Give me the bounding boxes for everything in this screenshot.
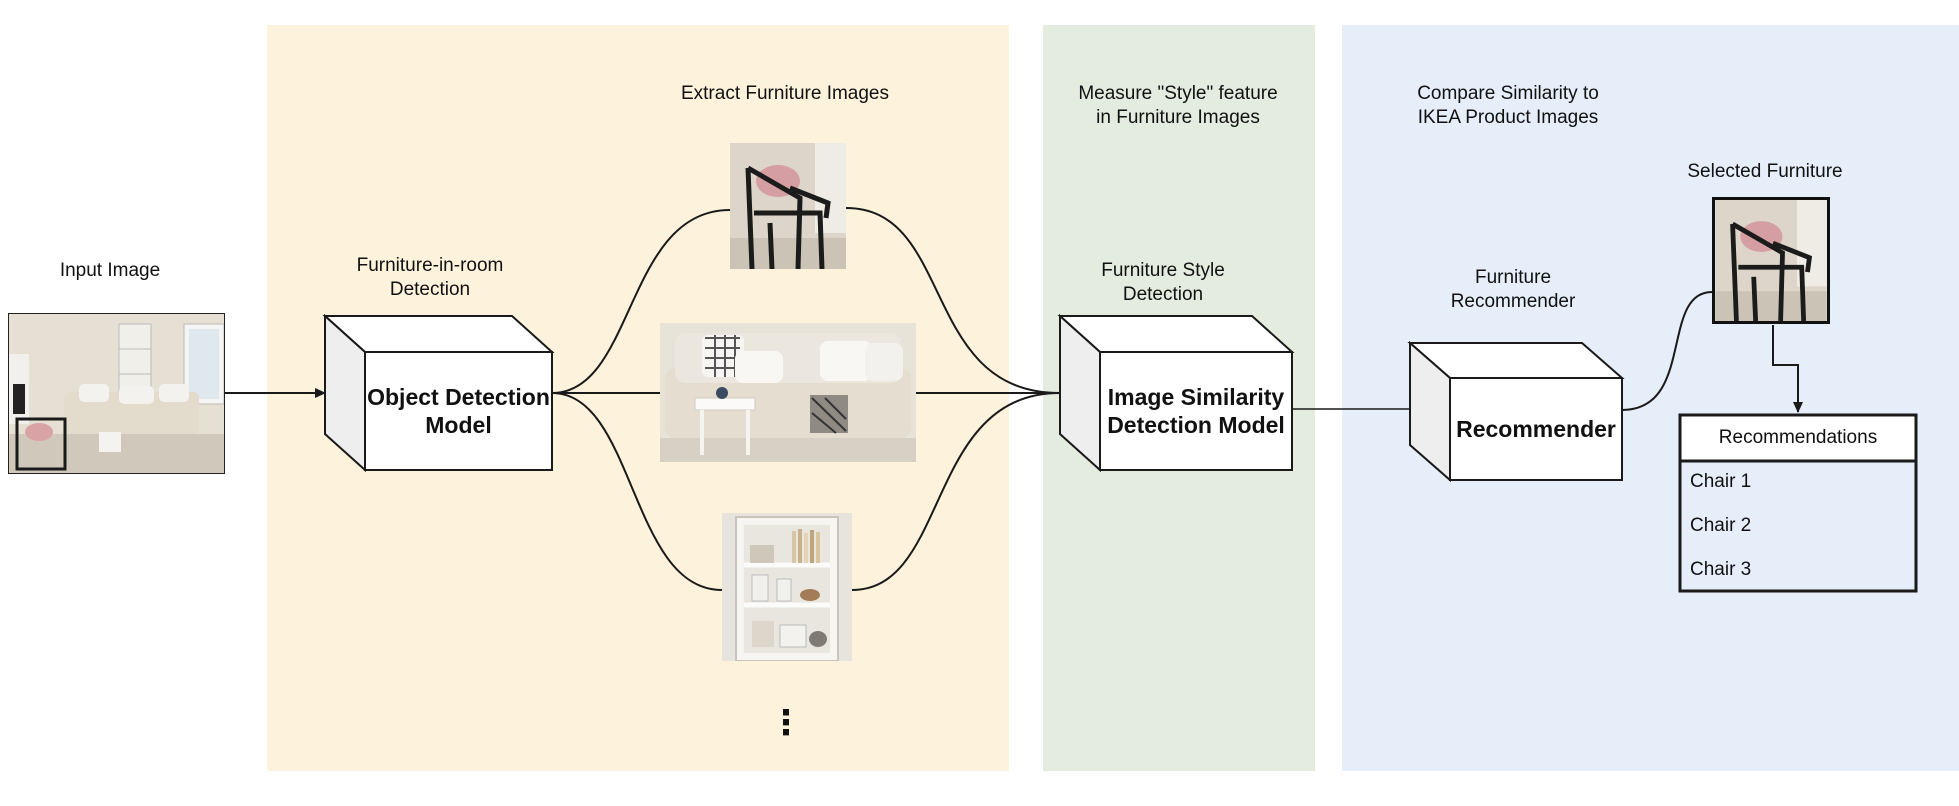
ellipsis-label: ⋮ xyxy=(769,704,803,742)
object-detection-cube xyxy=(322,313,555,473)
recommender-cube xyxy=(1407,340,1625,483)
selected-furniture-image xyxy=(1712,197,1830,324)
furniture-recommender-label: Furniture Recommender xyxy=(1450,267,1576,312)
line-recommender-to-selected xyxy=(1621,291,1713,411)
image-similarity-label: Image Similarity Detection Model xyxy=(1107,384,1285,438)
extracted-sofa-image xyxy=(660,323,916,462)
recommender-label: Recommender xyxy=(1456,416,1616,442)
recommendations-title: Recommendations xyxy=(1718,427,1878,448)
branch-bottom-left xyxy=(551,392,723,591)
recommendation-item: Chair 2 xyxy=(1690,515,1752,536)
furniture-style-detection-label: Furniture Style Detection xyxy=(1101,260,1225,305)
furniture-in-room-detection-label: Furniture-in-room Detection xyxy=(356,255,504,300)
recommendations-table xyxy=(1678,413,1918,593)
measure-style-label: Measure "Style" feature in Furniture Ima… xyxy=(1078,83,1278,128)
input-room-image xyxy=(8,313,225,474)
recommendation-item: Chair 3 xyxy=(1690,559,1752,580)
image-similarity-cube xyxy=(1057,313,1295,473)
branch-bottom-right xyxy=(851,392,1061,591)
object-detection-label: Object Detection Model xyxy=(367,384,550,438)
extracted-chair-image xyxy=(730,143,846,269)
compare-similarity-label: Compare Similarity to IKEA Product Image… xyxy=(1417,83,1599,128)
branch-top-right xyxy=(845,207,1061,394)
extracted-shelf-image xyxy=(722,513,852,661)
input-image-label: Input Image xyxy=(59,260,161,281)
arrow-selected-to-recommendations xyxy=(1772,325,1803,413)
branch-top-left xyxy=(551,209,731,394)
selected-furniture-label: Selected Furniture xyxy=(1687,161,1843,182)
extract-furniture-images-label: Extract Furniture Images xyxy=(680,83,890,104)
recommendation-item: Chair 1 xyxy=(1690,471,1752,492)
